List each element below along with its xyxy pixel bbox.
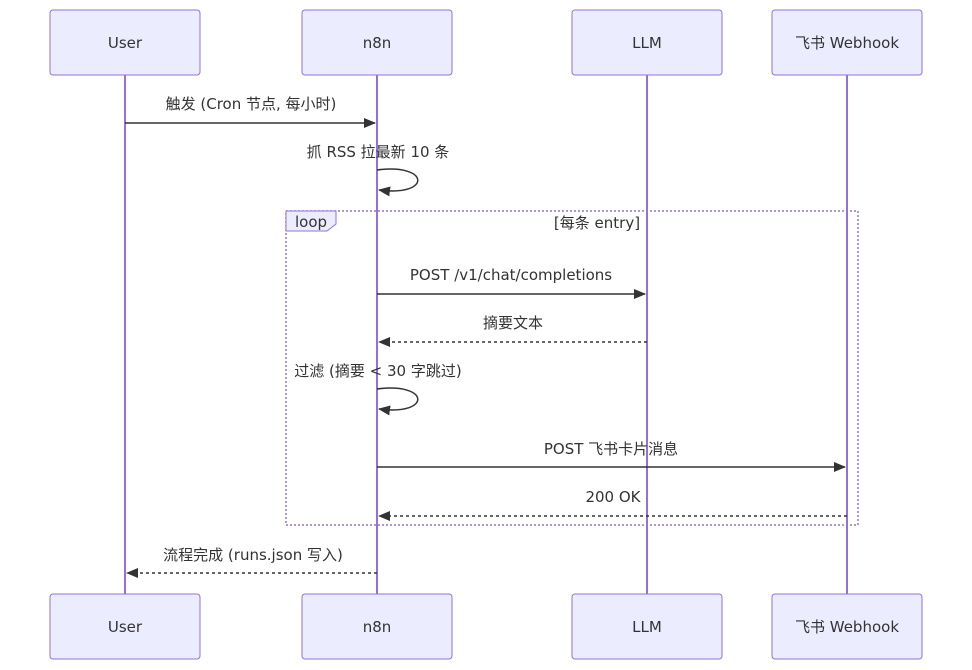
message-filter: 过滤 (摘要 < 30 字跳过) <box>294 362 462 416</box>
message-filter-arrow <box>376 387 419 416</box>
message-post-card: POST 飞书卡片消息 <box>377 440 846 472</box>
message-complete-label: 流程完成 (runs.json 写入) <box>163 546 343 564</box>
actor-feishu-label: 飞书 Webhook <box>795 34 899 52</box>
actor-n8n-top: n8n <box>301 9 453 76</box>
actor-user-top: User <box>49 9 201 76</box>
actor-n8n-bottom: n8n <box>301 593 453 660</box>
message-complete: 流程完成 (runs.json 写入) <box>126 546 377 578</box>
actor-feishu-bottom: 飞书 Webhook <box>771 593 923 660</box>
message-post-card-label: POST 飞书卡片消息 <box>544 440 678 458</box>
message-post-completions-label: POST /v1/chat/completions <box>410 266 612 284</box>
message-summary-reply-label: 摘要文本 <box>483 314 543 332</box>
actor-llm-bottom: LLM <box>571 593 723 660</box>
actor-llm-label: LLM <box>632 618 662 636</box>
loop-condition: [每条 entry] <box>554 214 640 232</box>
message-ok-reply-label: 200 OK <box>585 488 641 506</box>
message-ok-reply: 200 OK <box>378 488 847 521</box>
actor-n8n-label: n8n <box>363 34 392 52</box>
actor-user-label: User <box>108 34 143 52</box>
loop-keyword: loop <box>295 213 327 231</box>
actor-llm-label: LLM <box>632 34 662 52</box>
message-post-completions: POST /v1/chat/completions <box>377 266 646 299</box>
loop-frame: loop [每条 entry] <box>285 210 859 526</box>
message-filter-label: 过滤 (摘要 < 30 字跳过) <box>294 362 461 380</box>
message-trigger: 触发 (Cron 节点, 每小时) <box>125 95 376 128</box>
actor-feishu-top: 飞书 Webhook <box>771 9 923 76</box>
actor-user-label: User <box>108 618 143 636</box>
actor-n8n-label: n8n <box>363 618 392 636</box>
loop-tab <box>285 210 337 232</box>
message-fetch-rss-label: 抓 RSS 拉最新 10 条 <box>307 143 450 161</box>
message-trigger-label: 触发 (Cron 节点, 每小时) <box>166 95 337 113</box>
actor-user-bottom: User <box>49 593 201 660</box>
message-summary-reply: 摘要文本 <box>378 314 647 347</box>
actor-llm-top: LLM <box>571 9 723 76</box>
actor-feishu-label: 飞书 Webhook <box>795 618 899 636</box>
message-fetch-rss: 抓 RSS 拉最新 10 条 <box>307 143 450 197</box>
message-fetch-rss-arrow <box>376 168 419 197</box>
